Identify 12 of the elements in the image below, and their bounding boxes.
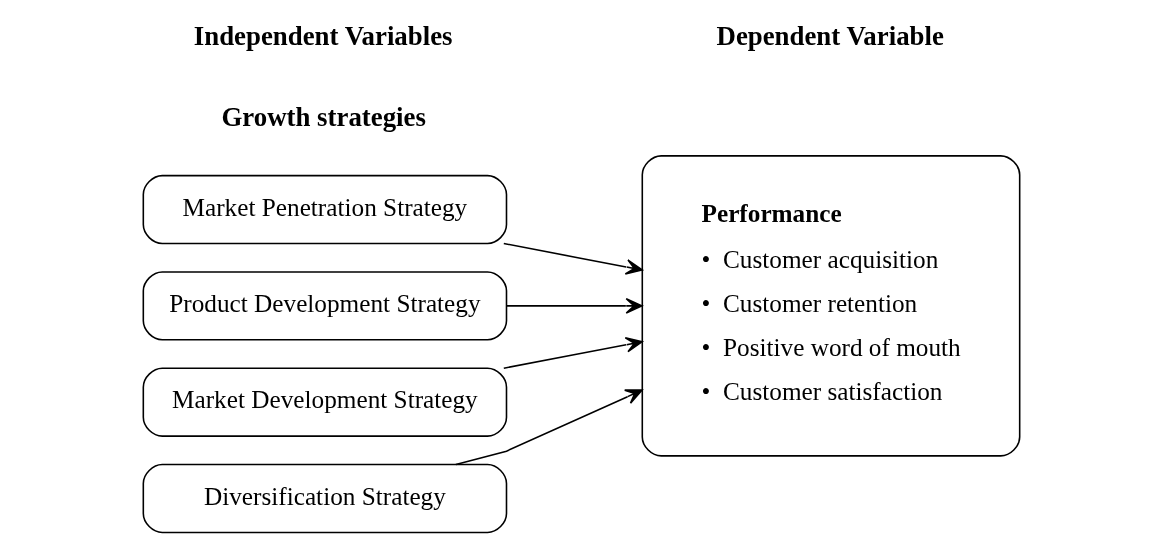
label: Dependent Variable [716, 21, 944, 52]
label: Independent Variables [193, 21, 453, 52]
label: Growth strategies [220, 102, 426, 133]
arrow [505, 297, 643, 314]
node-box: Performance • Customer acquisition • Customer retention • Positive word of mouth • Customer satisfaction [641, 155, 1020, 457]
arrow [454, 389, 643, 466]
node-box: Market Penetration Strategy [142, 174, 507, 245]
node-box: Diversification Strategy [142, 463, 507, 534]
arrow [502, 336, 643, 370]
node-box: Product Development Strategy [142, 271, 507, 341]
node-box: Market Development Strategy [142, 367, 507, 437]
arrow [502, 242, 643, 275]
